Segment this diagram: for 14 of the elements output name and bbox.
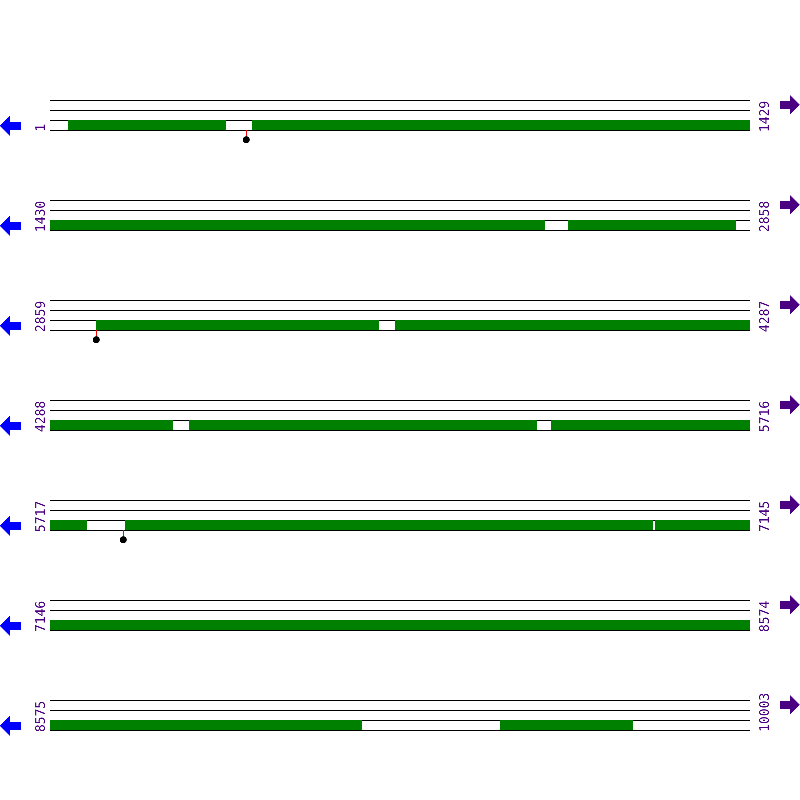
position-number: 1429 xyxy=(759,100,772,132)
position-number: 8575 xyxy=(35,700,48,732)
position-number: 2858 xyxy=(759,200,772,232)
position-number: 7146 xyxy=(35,600,48,632)
position-number: 5716 xyxy=(759,400,772,432)
position-number: 8574 xyxy=(759,600,772,632)
position-number: 2859 xyxy=(35,300,48,332)
position-number: 4287 xyxy=(759,300,772,332)
position-number: 4288 xyxy=(35,400,48,432)
position-number: 1 xyxy=(35,124,48,132)
position-number: 7145 xyxy=(759,500,772,532)
position-number: 10003 xyxy=(759,692,772,732)
position-number: 5717 xyxy=(35,500,48,532)
position-number: 1430 xyxy=(35,200,48,232)
